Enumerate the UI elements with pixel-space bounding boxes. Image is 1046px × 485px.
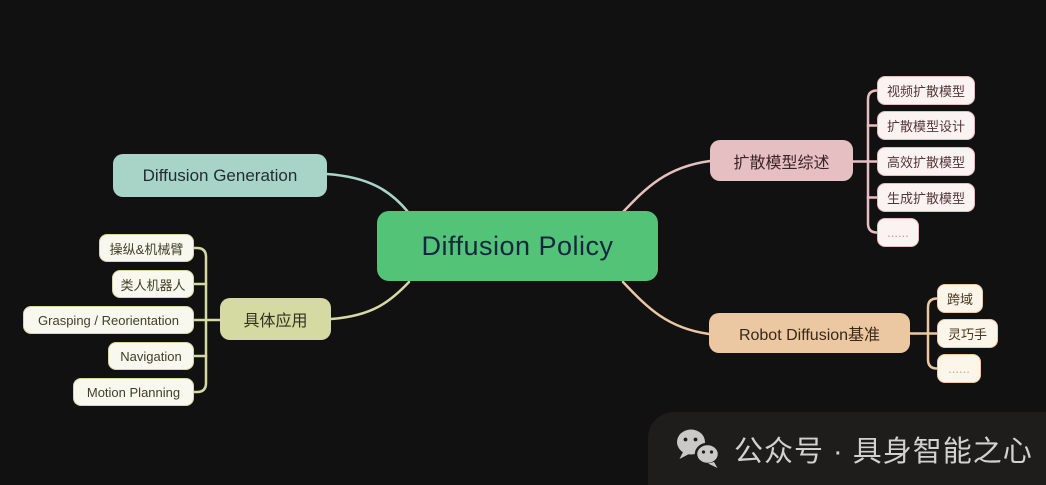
wechat-icon bbox=[674, 428, 722, 470]
leaf-motion-planning[interactable]: Motion Planning bbox=[73, 378, 194, 406]
node-diffusion-generation[interactable]: Diffusion Generation bbox=[113, 154, 327, 197]
edge-benchmark-bracket bbox=[926, 297, 940, 370]
leaf-manipulation-arm[interactable]: 操纵&机械臂 bbox=[99, 234, 194, 262]
leaf-efficient-diffusion[interactable]: 高效扩散模型 bbox=[877, 147, 975, 176]
edge-applications-bracket bbox=[191, 246, 208, 394]
leaf-video-diffusion[interactable]: 视频扩散模型 bbox=[877, 76, 975, 105]
leaf-cross-domain[interactable]: 跨域 bbox=[937, 284, 983, 313]
edge-center-to-applications bbox=[329, 280, 411, 321]
leaf-grasping-reorientation[interactable]: Grasping / Reorientation bbox=[23, 306, 194, 334]
leaf-diffusion-model-design[interactable]: 扩散模型设计 bbox=[877, 111, 975, 140]
watermark-banner: 公众号 · 具身智能之心 bbox=[648, 412, 1046, 485]
edge-center-to-diffusion-generation bbox=[325, 172, 410, 214]
node-benchmark[interactable]: Robot Diffusion基准 bbox=[709, 313, 910, 353]
node-applications[interactable]: 具体应用 bbox=[220, 298, 331, 340]
edge-survey-bracket bbox=[866, 89, 880, 234]
leaf-humanoid-robot[interactable]: 类人机器人 bbox=[112, 270, 194, 298]
edge-center-to-benchmark bbox=[621, 280, 711, 336]
leaf-survey-more[interactable]: ...... bbox=[877, 218, 919, 247]
leaf-generative-diffusion[interactable]: 生成扩散模型 bbox=[877, 183, 975, 212]
edge-center-to-survey bbox=[621, 159, 712, 214]
leaf-dexterous-hand[interactable]: 灵巧手 bbox=[937, 319, 998, 348]
node-survey[interactable]: 扩散模型综述 bbox=[710, 140, 853, 181]
watermark-text: 公众号 · 具身智能之心 bbox=[734, 435, 1033, 468]
node-diffusion-policy[interactable]: Diffusion Policy bbox=[377, 211, 658, 281]
leaf-benchmark-more[interactable]: ...... bbox=[937, 354, 981, 383]
leaf-navigation[interactable]: Navigation bbox=[108, 342, 194, 370]
